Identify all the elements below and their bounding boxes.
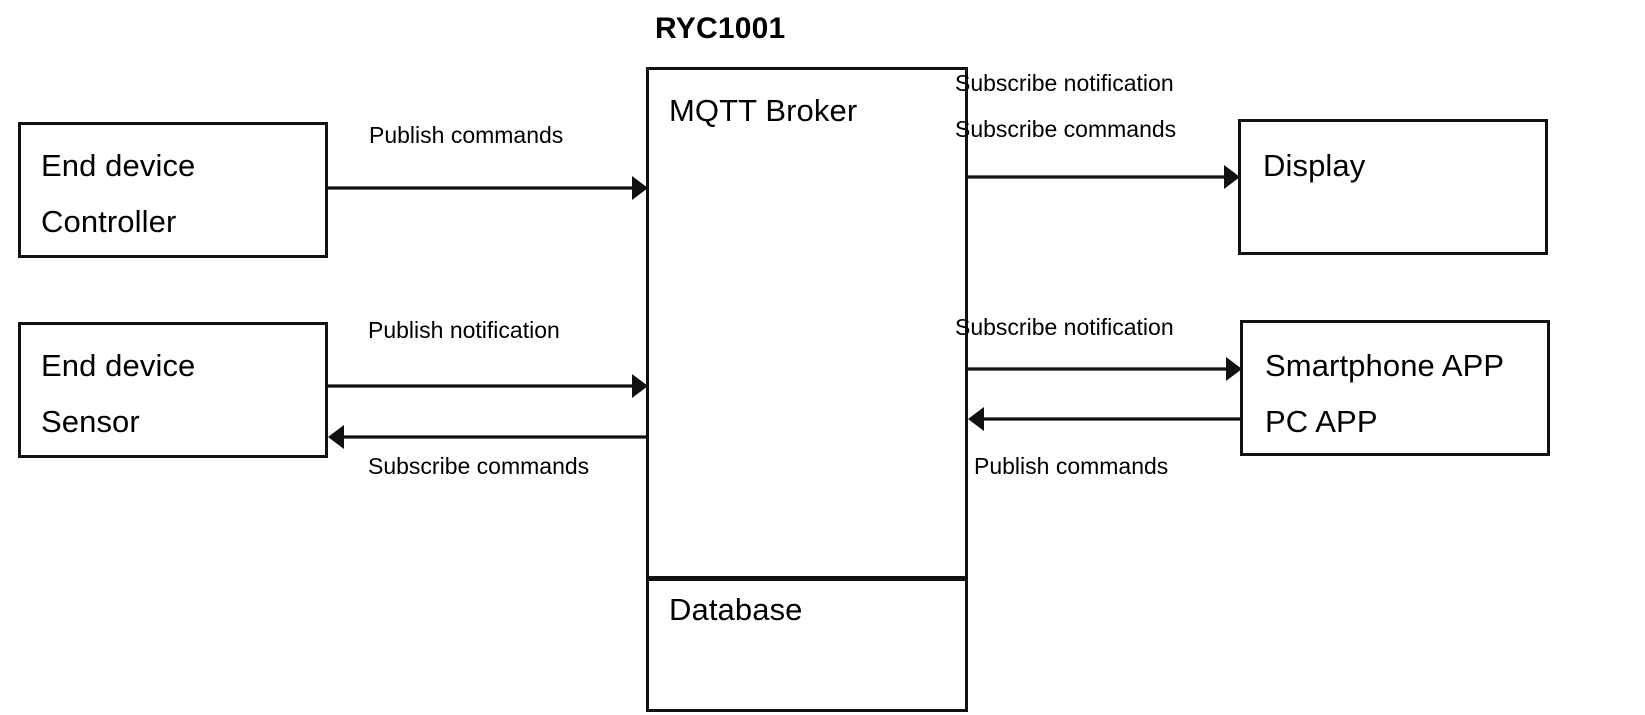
edge-label-broker-to-display-notification: Subscribe notification xyxy=(955,70,1174,96)
node-display[interactable] xyxy=(1238,119,1548,255)
node-apps-line2: PC APP xyxy=(1265,404,1378,439)
node-database-label: Database xyxy=(669,592,803,627)
node-apps[interactable] xyxy=(1240,320,1550,456)
edge-label-apps-to-broker: Publish commands xyxy=(974,453,1169,479)
node-end-device-sensor-line1: End device xyxy=(41,348,196,383)
edge-broker-to-apps xyxy=(968,357,1242,381)
node-mqtt-broker[interactable] xyxy=(646,67,968,579)
node-end-device-controller[interactable] xyxy=(18,122,328,258)
node-database[interactable] xyxy=(646,578,968,712)
node-mqtt-broker-label: MQTT Broker xyxy=(669,93,858,128)
node-end-device-sensor[interactable] xyxy=(18,322,328,458)
edge-broker-to-display xyxy=(968,165,1240,189)
edge-label-broker-to-display-commands: Subscribe commands xyxy=(955,116,1177,142)
edge-label-sensor-to-broker: Publish notification xyxy=(368,317,560,343)
edge-controller-to-broker xyxy=(328,176,648,200)
node-display-label: Display xyxy=(1263,148,1366,183)
node-end-device-controller-line2: Controller xyxy=(41,204,177,239)
node-apps-line1: Smartphone APP xyxy=(1265,348,1505,383)
page-title: RYC1001 xyxy=(655,12,786,45)
edge-label-broker-to-sensor: Subscribe commands xyxy=(368,453,590,479)
edge-apps-to-broker xyxy=(968,407,1240,431)
edge-sensor-to-broker xyxy=(328,374,648,398)
edge-broker-to-sensor xyxy=(328,425,646,449)
node-end-device-sensor-line2: Sensor xyxy=(41,404,140,439)
edge-label-broker-to-apps: Subscribe notification xyxy=(955,314,1174,340)
node-end-device-controller-line1: End device xyxy=(41,148,196,183)
edge-label-controller-to-broker: Publish commands xyxy=(369,122,564,148)
